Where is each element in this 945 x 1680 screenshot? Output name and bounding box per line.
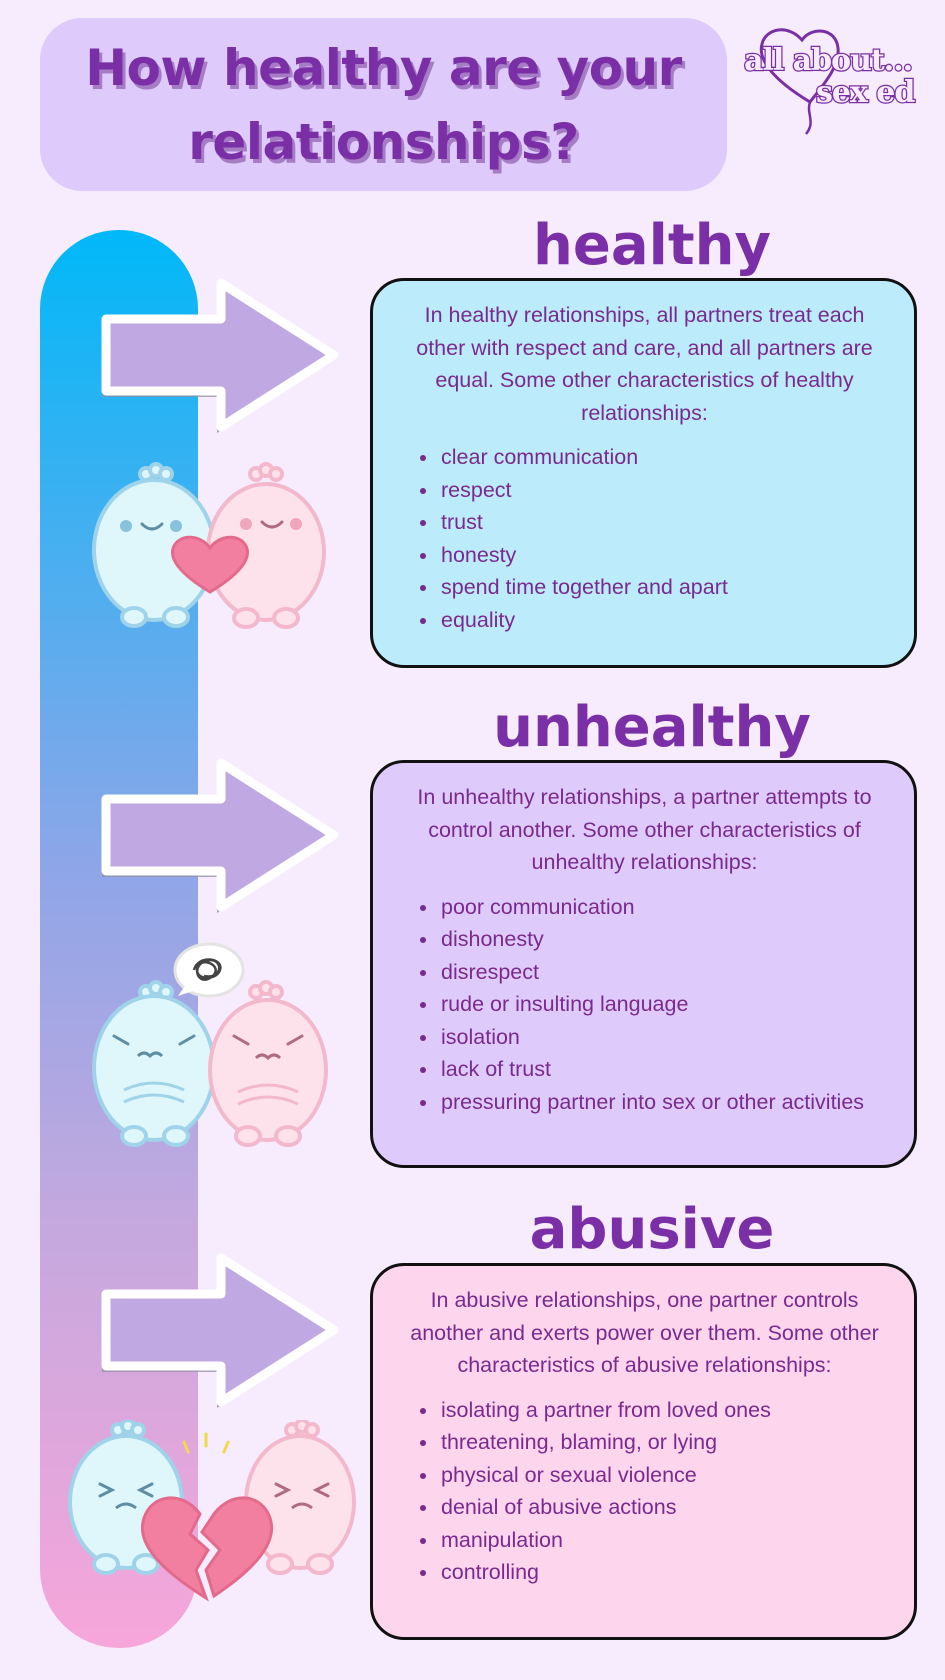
section-title-healthy: healthy	[533, 213, 771, 278]
list-item: spend time together and apart	[439, 571, 884, 604]
section-title-unhealthy: unhealthy	[493, 695, 811, 760]
unhealthy-intro: In unhealthy relationships, a partner at…	[417, 785, 872, 874]
list-item: physical or sexual violence	[439, 1459, 884, 1492]
healthy-list: clear communication respect trust honest…	[405, 441, 884, 636]
logo: all about... sex ed	[743, 28, 918, 135]
list-item: honesty	[439, 539, 884, 572]
list-item: manipulation	[439, 1524, 884, 1557]
logo-text-line-1: all about...	[744, 43, 912, 78]
list-item: isolating a partner from loved ones	[439, 1394, 884, 1427]
spectrum-bar	[40, 230, 198, 1648]
heart-balloon-icon	[759, 28, 840, 135]
couple-with-broken-heart-icon	[68, 1420, 356, 1602]
section-title-abusive: abusive	[529, 1197, 775, 1262]
arrow-icon	[101, 278, 339, 433]
list-item: equality	[439, 604, 884, 637]
arrow-icon	[101, 1253, 339, 1408]
list-item: poor communication	[439, 891, 884, 924]
list-item: trust	[439, 506, 884, 539]
list-item: denial of abusive actions	[439, 1491, 884, 1524]
page-title: How healthy are your relationships?	[85, 31, 682, 179]
list-item: disrespect	[439, 956, 884, 989]
page-title-line-1: How healthy are your	[85, 38, 682, 97]
scribble-bubble-icon	[173, 942, 245, 998]
title-banner: How healthy are your relationships?	[40, 18, 727, 191]
sad-couple-with-scribble-bubble-icon	[92, 942, 328, 1147]
list-item: dishonesty	[439, 923, 884, 956]
logo-text-line-2: sex ed	[816, 75, 915, 110]
list-item: respect	[439, 474, 884, 507]
list-item: pressuring partner into sex or other act…	[439, 1086, 884, 1119]
list-item: controlling	[439, 1556, 884, 1589]
abusive-intro: In abusive relationships, one partner co…	[410, 1288, 879, 1377]
happy-couple-with-heart-icon	[92, 462, 326, 629]
unhealthy-list: poor communication dishonesty disrespect…	[405, 891, 884, 1119]
unhealthy-card: In unhealthy relationships, a partner at…	[370, 760, 917, 1168]
abusive-list: isolating a partner from loved ones thre…	[405, 1394, 884, 1589]
healthy-intro: In healthy relationships, all partners t…	[416, 303, 873, 425]
list-item: clear communication	[439, 441, 884, 474]
healthy-card: In healthy relationships, all partners t…	[370, 278, 917, 668]
list-item: isolation	[439, 1021, 884, 1054]
list-item: threatening, blaming, or lying	[439, 1426, 884, 1459]
abusive-card: In abusive relationships, one partner co…	[370, 1263, 917, 1640]
list-item: rude or insulting language	[439, 988, 884, 1021]
page-title-line-2: relationships?	[188, 112, 579, 171]
arrow-icon	[101, 758, 339, 913]
list-item: lack of trust	[439, 1053, 884, 1086]
